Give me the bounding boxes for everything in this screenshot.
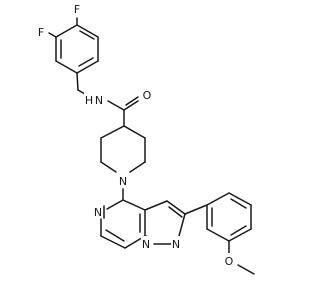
fluorine-atom-top: F [74, 3, 80, 16]
difluorophenyl-ring [48, 17, 99, 74]
fluorine-atom-left: F [38, 26, 44, 39]
methoxyphenyl-ring [184, 192, 255, 275]
carbonyl-oxygen-atom: O [143, 89, 152, 102]
methoxy-oxygen-atom: O [225, 255, 234, 268]
pyrazine-nitrogen-atom: N [94, 206, 102, 219]
bonds [48, 17, 255, 275]
bridgehead-nitrogen-atom: N [142, 238, 150, 251]
amide-linker [76, 72, 139, 127]
amide-hydrogen-atom: H [85, 94, 93, 107]
pyrazole-nitrogen-atom: N [172, 238, 180, 251]
amide-nitrogen-atom: N [95, 94, 103, 107]
piperidine-ring [100, 125, 146, 201]
pyrazine-ring [100, 199, 146, 249]
atom-labels: F F N H O N N N N O [36, 2, 234, 268]
chemical-structure-diagram: F F N H O N N N N O [36, 2, 255, 275]
piperidine-nitrogen-atom: N [119, 175, 127, 188]
